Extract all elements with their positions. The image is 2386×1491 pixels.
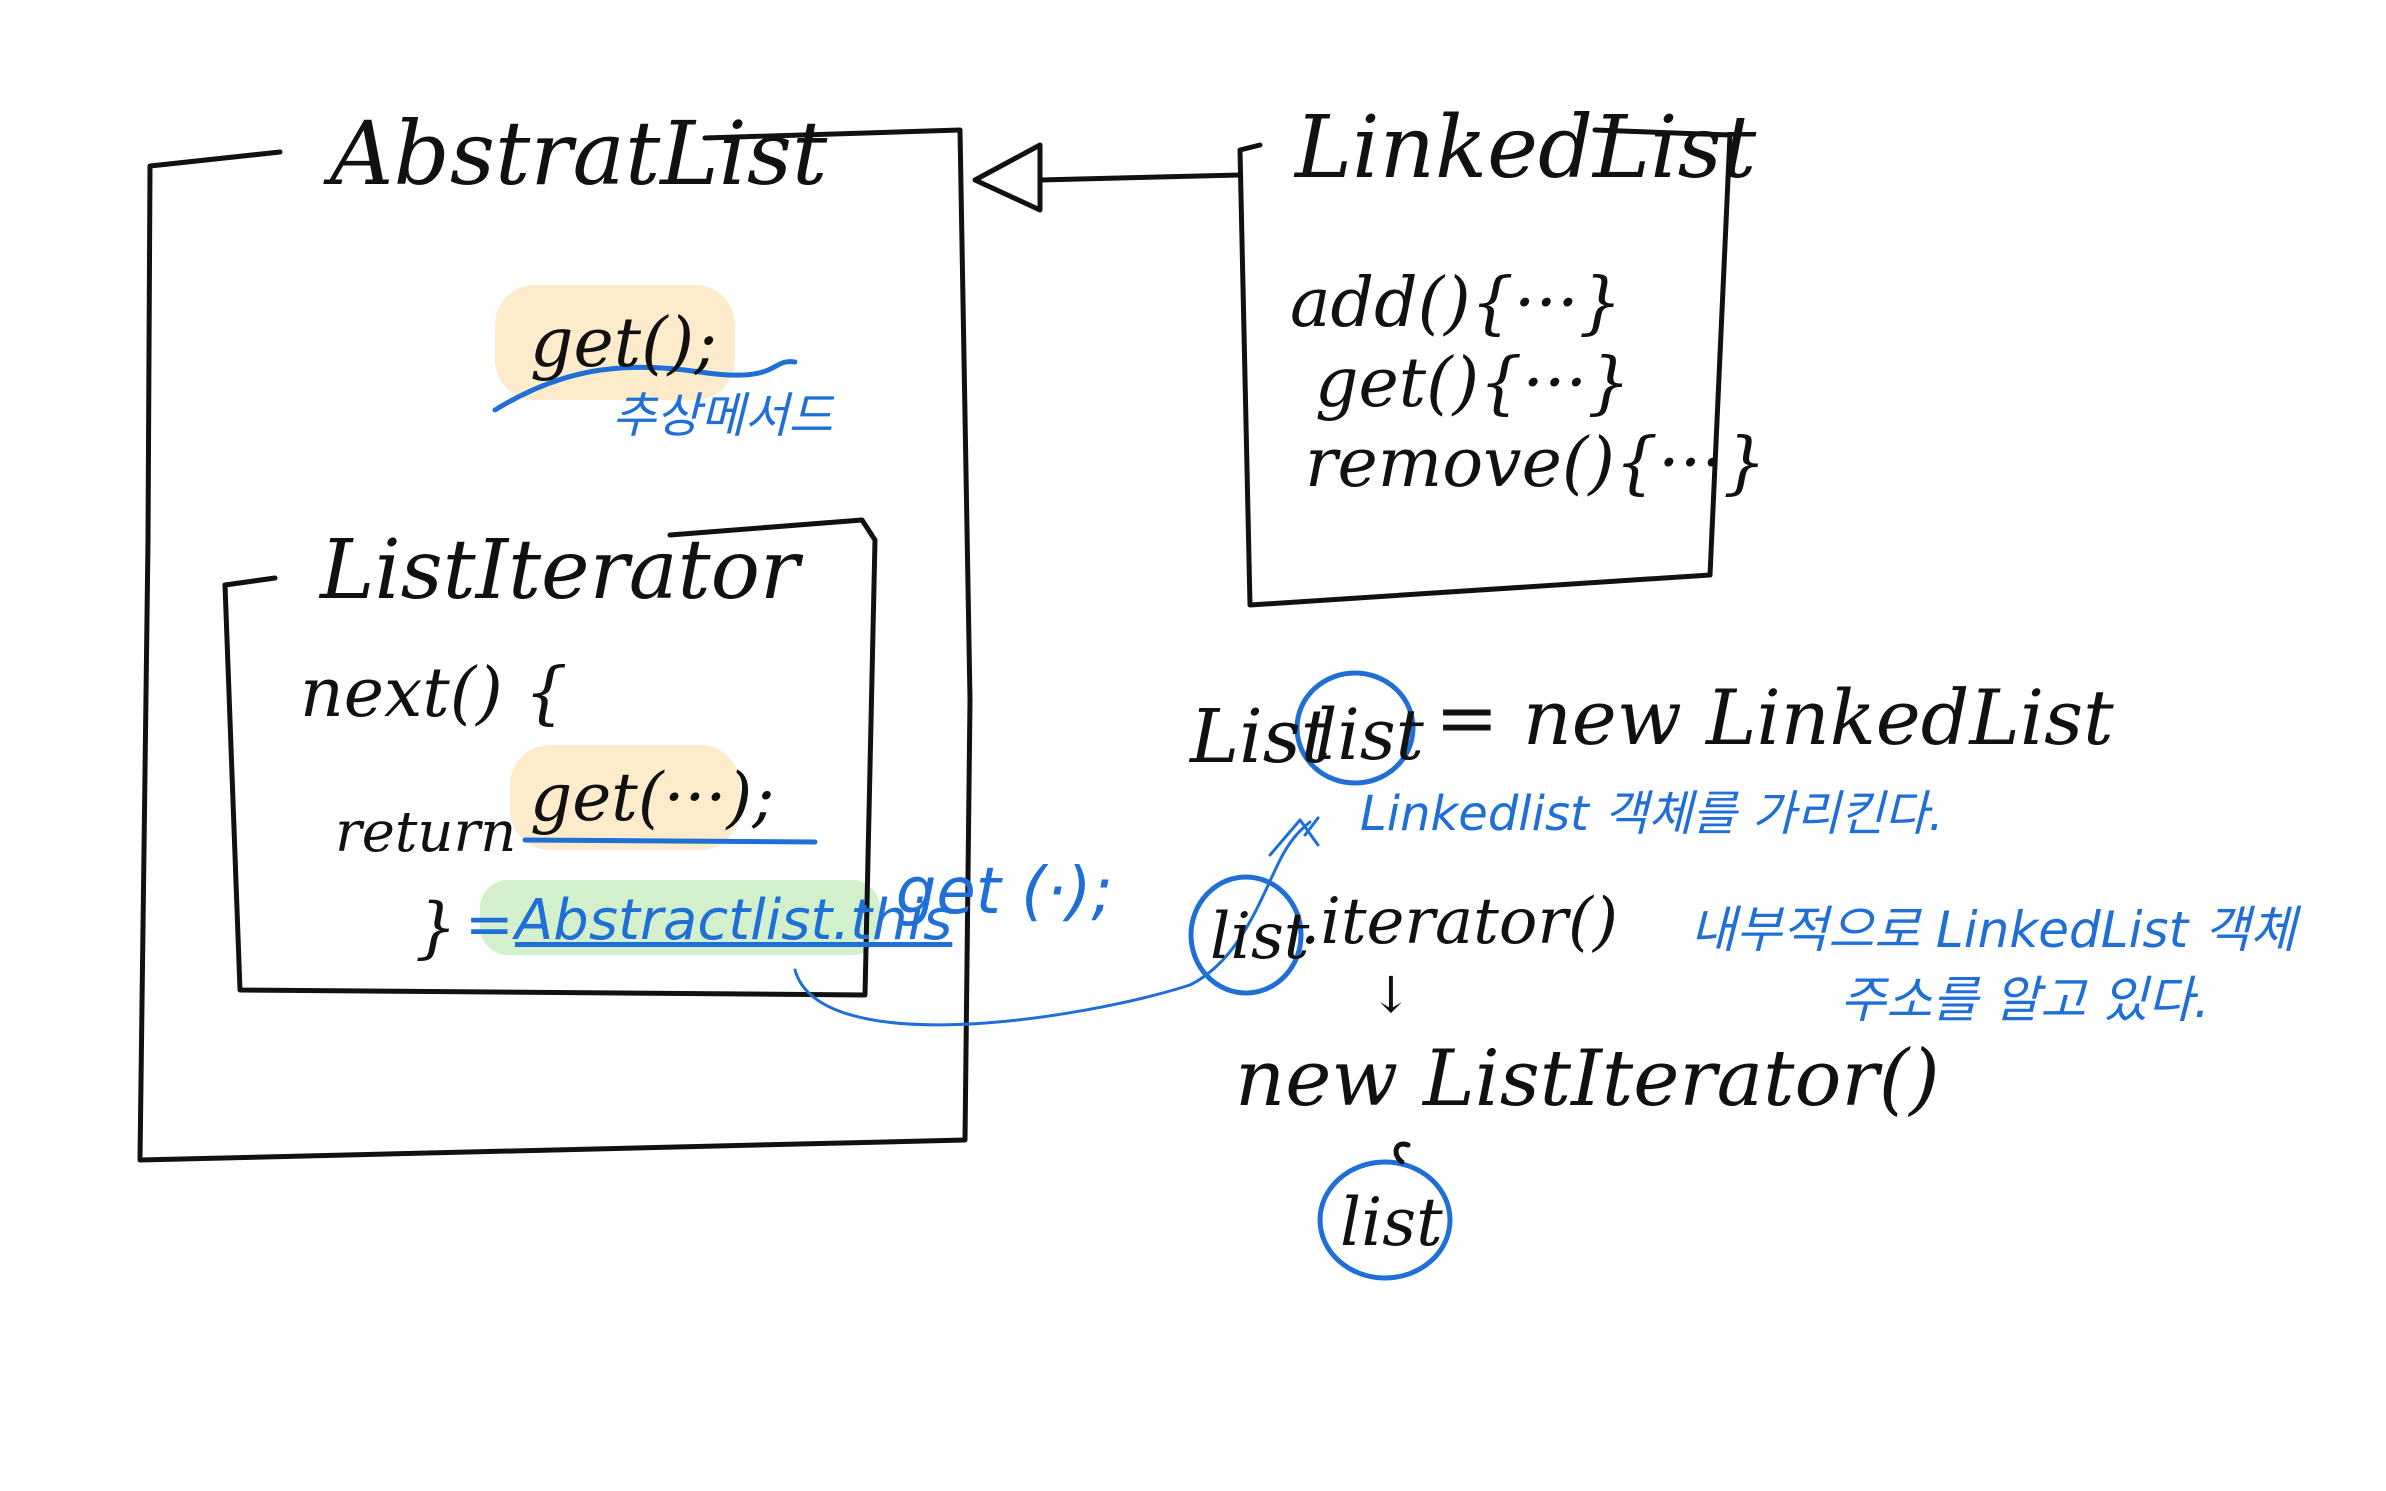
call-target: list: [1210, 900, 1310, 974]
highlight-abstractlist-this: [480, 880, 880, 955]
resolved-target: Abstractlist.this: [515, 888, 953, 953]
linkedlist-box: [1237, 127, 1733, 608]
listiterator-box: [222, 517, 878, 998]
highlight-get-abstract: [495, 285, 735, 400]
abstractlist-box: [137, 127, 973, 1163]
linkedlist-method-remove: remove(){···}: [1305, 424, 1767, 503]
connector-arrow-up: [1268, 818, 1320, 857]
call-method: .iterator(): [1300, 885, 1618, 959]
inheritance-arrow-line: [1037, 172, 1243, 183]
abstractlist-title: AbstratList: [330, 102, 828, 205]
resolved-suffix: . get (·);: [855, 855, 1113, 929]
decl-note: Linkedlist 객체를 가리킨다.: [1360, 786, 1944, 842]
held-list: list: [1340, 1184, 1443, 1261]
connector-decl-note: [1303, 816, 1320, 837]
inheritance-arrow-head: [972, 142, 1043, 213]
closing-brace: }: [415, 889, 457, 966]
hook-mark: [1393, 1141, 1411, 1165]
return-keyword: return: [335, 800, 517, 865]
linkedlist-method-get: get(){···}: [1315, 344, 1631, 423]
highlight-get-return: [510, 745, 740, 850]
circle-list-declaration: [1294, 670, 1416, 786]
new-listiterator: new ListIterator(): [1235, 1034, 1940, 1124]
down-arrow: ↓: [1370, 966, 1412, 1024]
listiterator-title: ListIterator: [320, 523, 800, 618]
resolved-equals: =: [465, 890, 514, 958]
decl-rest: = new LinkedList: [1435, 673, 2114, 762]
decl-type: List: [1190, 694, 1331, 780]
connector-this-to-list: [793, 820, 1312, 1027]
circle-list-held: [1317, 1159, 1453, 1281]
return-get-call: get(···);: [530, 759, 775, 836]
linkedlist-method-add: add(){···}: [1290, 264, 1623, 343]
inner-note-line2: 주소를 알고 있다.: [1840, 971, 2210, 1029]
next-method: next() {: [300, 654, 568, 733]
circle-list-call: [1188, 874, 1304, 996]
linkedlist-title: LinkedList: [1295, 98, 1757, 198]
abstract-method-note: 추상메서드: [612, 388, 833, 444]
return-get-underline: [522, 837, 818, 845]
abstract-get-method: get();: [530, 304, 718, 383]
inner-note-line1: 내부적으로 LinkedList 객체: [1690, 901, 2297, 959]
decl-var: list: [1315, 694, 1424, 776]
abstract-method-underline: [492, 359, 798, 413]
